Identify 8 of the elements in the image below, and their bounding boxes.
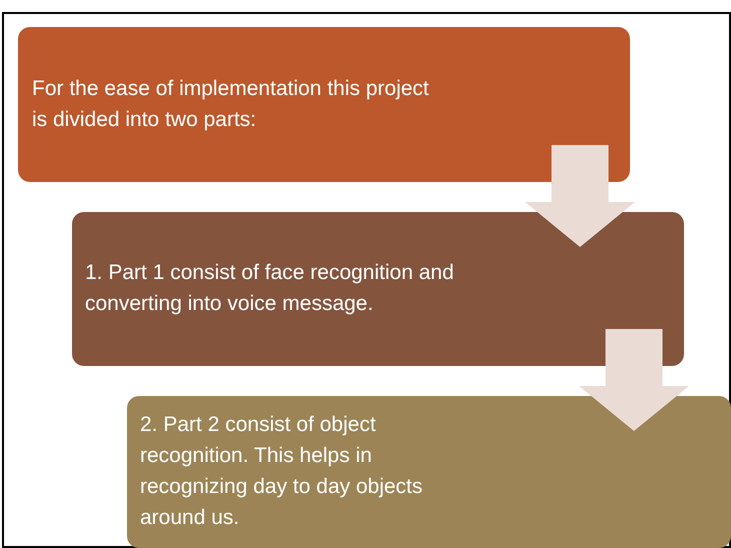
box-text: 2. Part 2 consist of object recognition. This helps in recognizing day to day objects around us. (140, 412, 424, 531)
box-text: For the ease of implementation this project is divided into two parts: (32, 76, 430, 133)
process-box (72, 212, 684, 366)
block-arrow (525, 145, 635, 247)
process-box (127, 396, 731, 548)
box-text: 1. Part 1 consist of face recognition and converting into voice message. (85, 260, 455, 317)
block-arrow (579, 329, 689, 431)
process-box (18, 27, 630, 182)
